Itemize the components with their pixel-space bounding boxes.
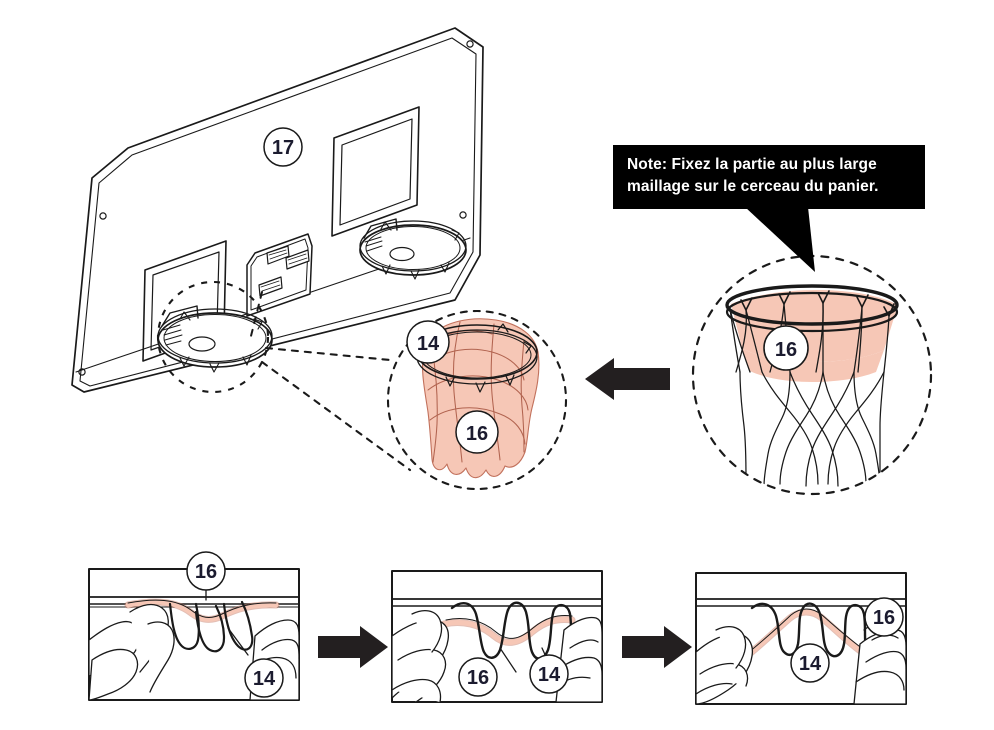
detail-wide-mesh-net [725, 284, 899, 487]
callout-wide-mesh-net-16: 16 [763, 325, 809, 371]
arrow-step2-to-step3 [622, 626, 692, 668]
callout-badges: 17 14 16 16 16 14 16 14 [186, 127, 904, 698]
svg-text:17: 17 [272, 137, 294, 159]
callout-step2-net-16: 16 [458, 657, 498, 697]
svg-text:14: 14 [799, 653, 822, 675]
callout-detail-rim-14: 14 [406, 320, 450, 364]
arrow-detail-transfer [585, 358, 670, 400]
hoop-right [359, 218, 467, 280]
svg-text:16: 16 [775, 339, 797, 361]
callout-step3-rim-14: 14 [790, 643, 830, 683]
note-pointer-tail [745, 207, 815, 272]
svg-text:16: 16 [873, 607, 895, 629]
callout-step1-net-16: 16 [186, 551, 226, 591]
note-callout-box: Note: Fixez la partie au plus large mail… [613, 145, 925, 209]
callout-step1-rim-14: 14 [244, 658, 284, 698]
svg-text:16: 16 [466, 423, 488, 445]
zoom-region-left-hoop [156, 280, 270, 394]
svg-text:16: 16 [195, 561, 217, 583]
callout-backboard-17: 17 [263, 127, 303, 167]
svg-text:14: 14 [253, 668, 276, 690]
note-line-2: maillage sur le cerceau du panier. [627, 178, 879, 196]
callout-step2-rim-14: 14 [529, 654, 569, 694]
hoop-left [157, 305, 273, 373]
zoom-region-net-on-rim [386, 309, 568, 491]
callout-step3-net-16: 16 [864, 597, 904, 637]
step-panel-3 [695, 572, 907, 705]
arrow-step1-to-step2 [318, 626, 388, 668]
backboard-illustration [71, 27, 484, 393]
note-line-1: Note: Fixez la partie au plus large [627, 156, 877, 173]
svg-text:14: 14 [538, 664, 561, 686]
svg-text:16: 16 [467, 667, 489, 689]
svg-text:14: 14 [417, 333, 440, 355]
callout-detail-net-16: 16 [455, 410, 499, 454]
